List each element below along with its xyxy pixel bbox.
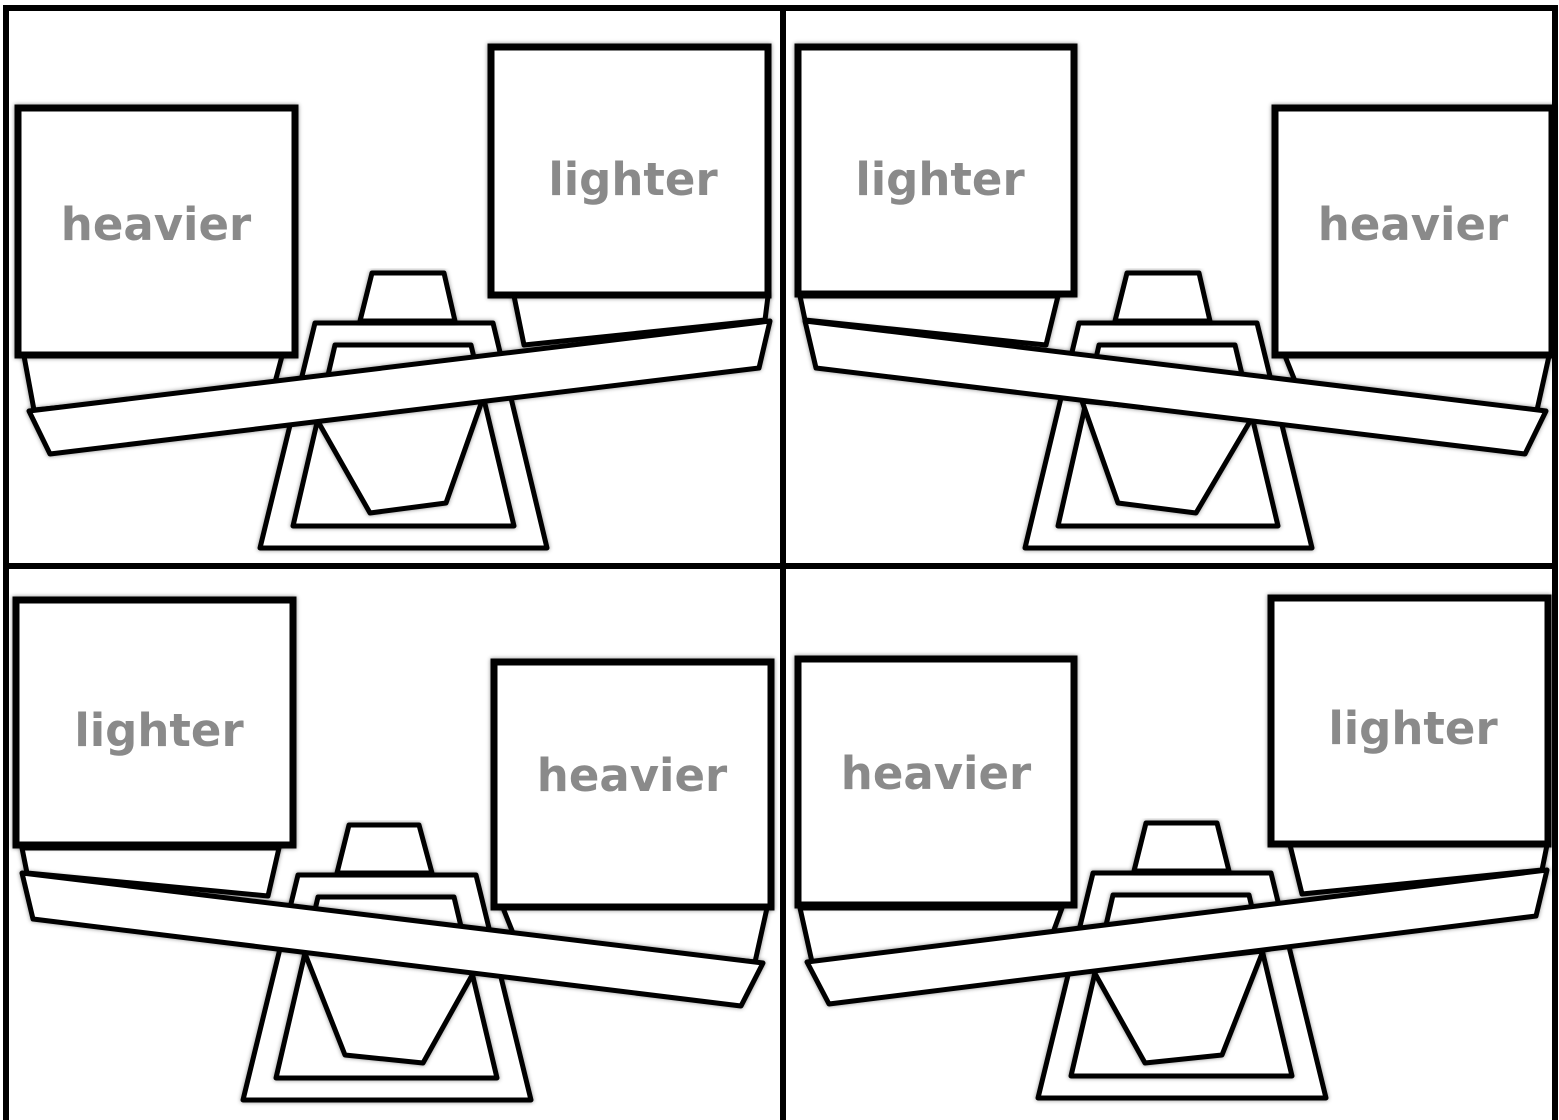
scale-top-knob: [1115, 273, 1210, 321]
scale-top-knob: [337, 825, 432, 873]
panel-bottom-right: heavier lighter: [798, 598, 1548, 1098]
left-weight-label: heavier: [61, 198, 252, 251]
panel-bottom-left: lighter heavier: [16, 600, 771, 1100]
left-weight-label: lighter: [74, 704, 244, 757]
panel-top-right: lighter heavier: [798, 47, 1552, 548]
scale-top-knob: [360, 273, 455, 321]
left-weight-label: heavier: [841, 747, 1032, 800]
panel-top-left: heavier lighter: [18, 47, 770, 548]
right-weight-label: heavier: [1318, 198, 1509, 251]
right-weight-label: heavier: [537, 749, 728, 802]
right-weight-label: lighter: [548, 153, 718, 206]
scale-top-knob: [1134, 823, 1229, 871]
left-weight-label: lighter: [855, 153, 1025, 206]
right-weight-label: lighter: [1328, 702, 1498, 755]
